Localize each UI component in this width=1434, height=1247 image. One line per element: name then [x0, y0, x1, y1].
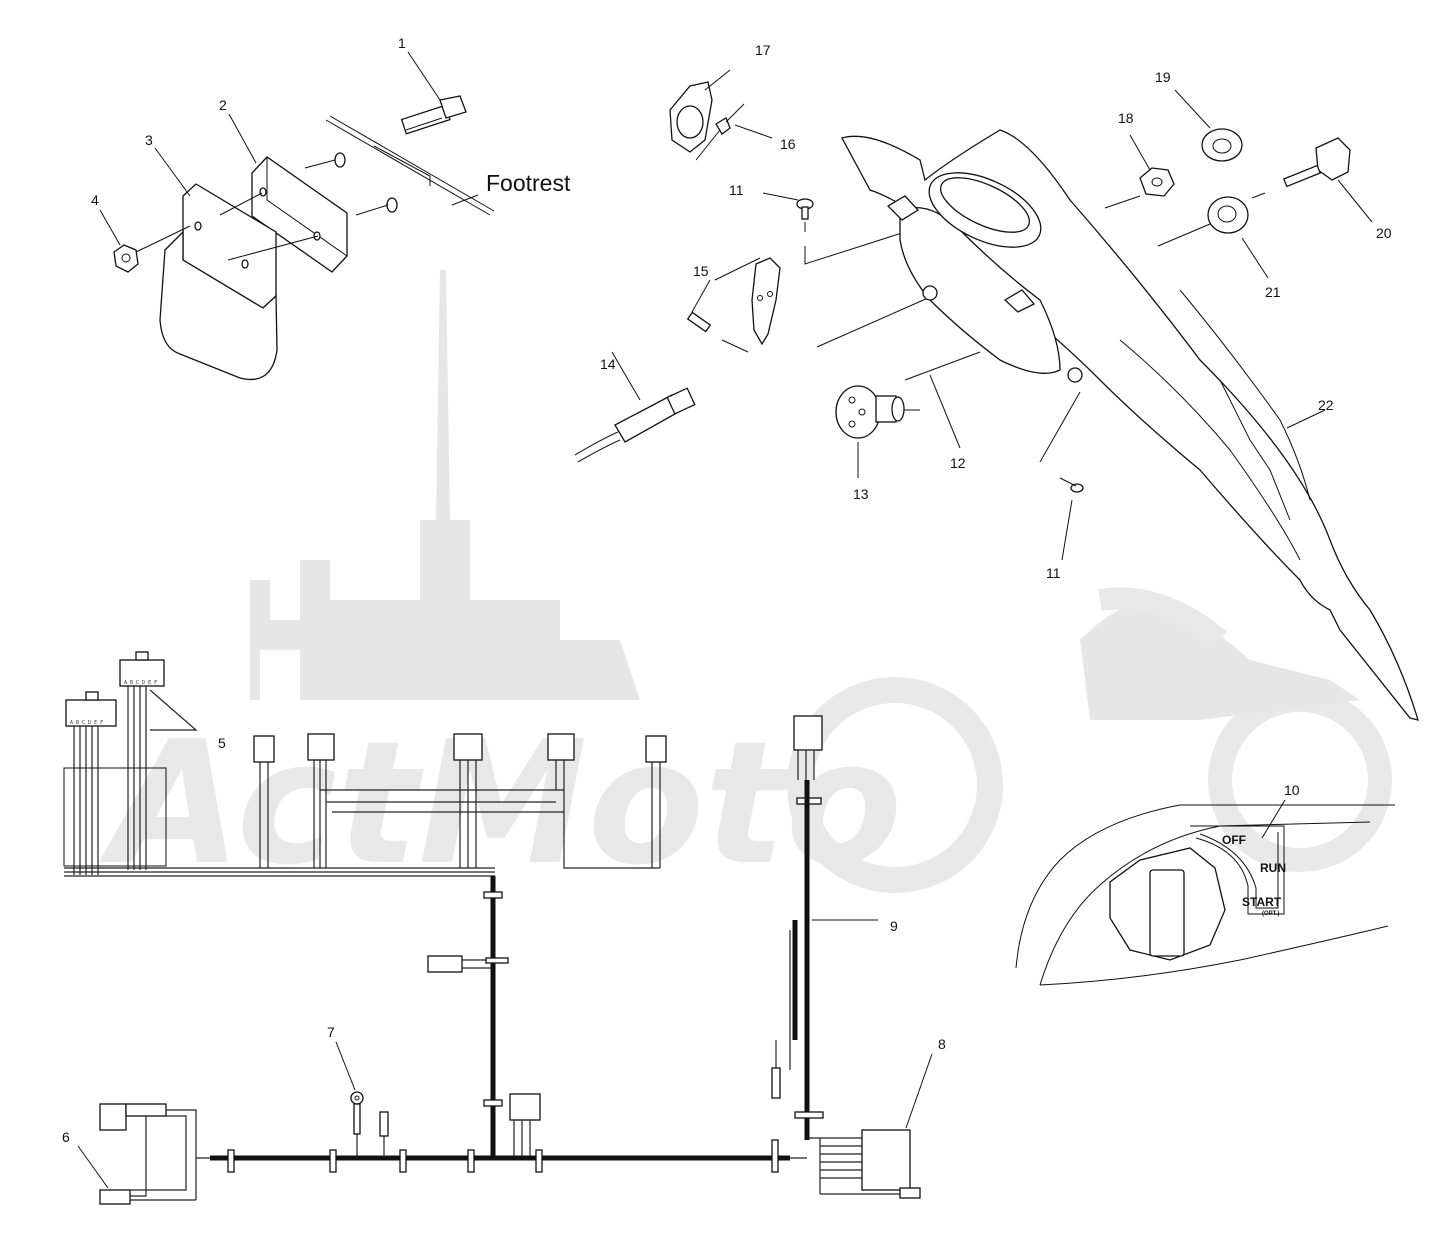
watermark-spire: [250, 270, 640, 700]
ignition-switch-detail-part-10: OFF RUN START (OPT.) 10: [1015, 782, 1395, 986]
washer-lower: [386, 197, 398, 213]
callout-7: 7: [327, 1024, 335, 1040]
callout-1: 1: [398, 35, 406, 51]
harness-connector-center: [509, 1093, 541, 1158]
svg-text:A B C D E F: A B C D E F: [124, 680, 157, 686]
callout-11-upper: 11: [729, 182, 744, 198]
callout-20: 20: [1376, 225, 1392, 241]
connector-block-a: A B C D E F: [119, 651, 198, 870]
ignition-switch-part-13: [835, 385, 920, 478]
screw-part-11-lower: [1039, 391, 1084, 561]
nut-part-19: [1174, 89, 1243, 162]
key-part-20: [1282, 137, 1373, 223]
footrest-label: Footrest: [486, 170, 571, 196]
bolt-part-1: [400, 95, 467, 135]
callout-21: 21: [1265, 284, 1281, 300]
ring-terminal-part-7: 7: [327, 1024, 389, 1158]
screw-part-11-upper: [762, 192, 931, 265]
grommet-part-21: [1157, 192, 1269, 279]
key-switch-hardware: 18 19 20 21: [1104, 69, 1392, 300]
wiring-harness: A B C D E F A B C D E F: [62, 651, 946, 1205]
callout-18: 18: [1118, 110, 1134, 126]
switch-knob: [1149, 869, 1185, 957]
callout-5: 5: [218, 735, 226, 751]
callout-17: 17: [755, 42, 771, 58]
watermark: ActMoto: [98, 270, 1392, 903]
callout-6: 6: [62, 1129, 70, 1145]
washer-upper: [334, 152, 346, 168]
callout-8: 8: [938, 1036, 946, 1052]
lock-nut-part-18: [1104, 134, 1175, 209]
callout-10: 10: [1284, 782, 1300, 798]
callout-16: 16: [780, 136, 796, 152]
harness-connector-center-left: [427, 955, 509, 973]
switch-parts-group: 17 16 11 15 14 13 12: [574, 42, 981, 502]
watermark-motorcycle: [787, 587, 1392, 893]
connector-block-b: A B C D E F: [65, 691, 117, 875]
nut-part-4: [113, 244, 139, 273]
callout-15: 15: [693, 263, 709, 279]
switch-label-run: RUN: [1260, 861, 1286, 875]
switch-label-opt: (OPT.): [1262, 911, 1279, 917]
footrest-assembly: 1 2 3 4 Footrest: [91, 35, 571, 380]
callout-3: 3: [145, 132, 153, 148]
callout-11-lower: 11: [1046, 565, 1061, 581]
harness-connectors-upper: [253, 733, 667, 869]
mud-flap: [159, 230, 278, 380]
watermark-text: ActMoto: [98, 705, 902, 903]
callout-13: 13: [853, 486, 869, 502]
svg-text:A B C D E F: A B C D E F: [70, 720, 103, 726]
callout-22: 22: [1318, 397, 1334, 413]
harness-trunk-part-9: 9: [771, 715, 898, 1140]
harness-connector-part-8: 8: [790, 1036, 946, 1199]
sensor-part-14: [574, 351, 696, 463]
switch-label-off: OFF: [1222, 833, 1246, 847]
switch-label-start: START: [1242, 895, 1282, 909]
screw-part-16: [715, 103, 773, 139]
shoe-part-15: [686, 257, 781, 353]
callout-4: 4: [91, 192, 99, 208]
callout-9: 9: [890, 918, 898, 934]
harness-connector-part-6: 6: [62, 1103, 210, 1205]
callout-2: 2: [219, 97, 227, 113]
callout-14: 14: [600, 356, 616, 372]
callout-19: 19: [1155, 69, 1171, 85]
callout-12: 12: [950, 455, 966, 471]
headlight-pod-part-22: 11 22: [841, 129, 1419, 721]
